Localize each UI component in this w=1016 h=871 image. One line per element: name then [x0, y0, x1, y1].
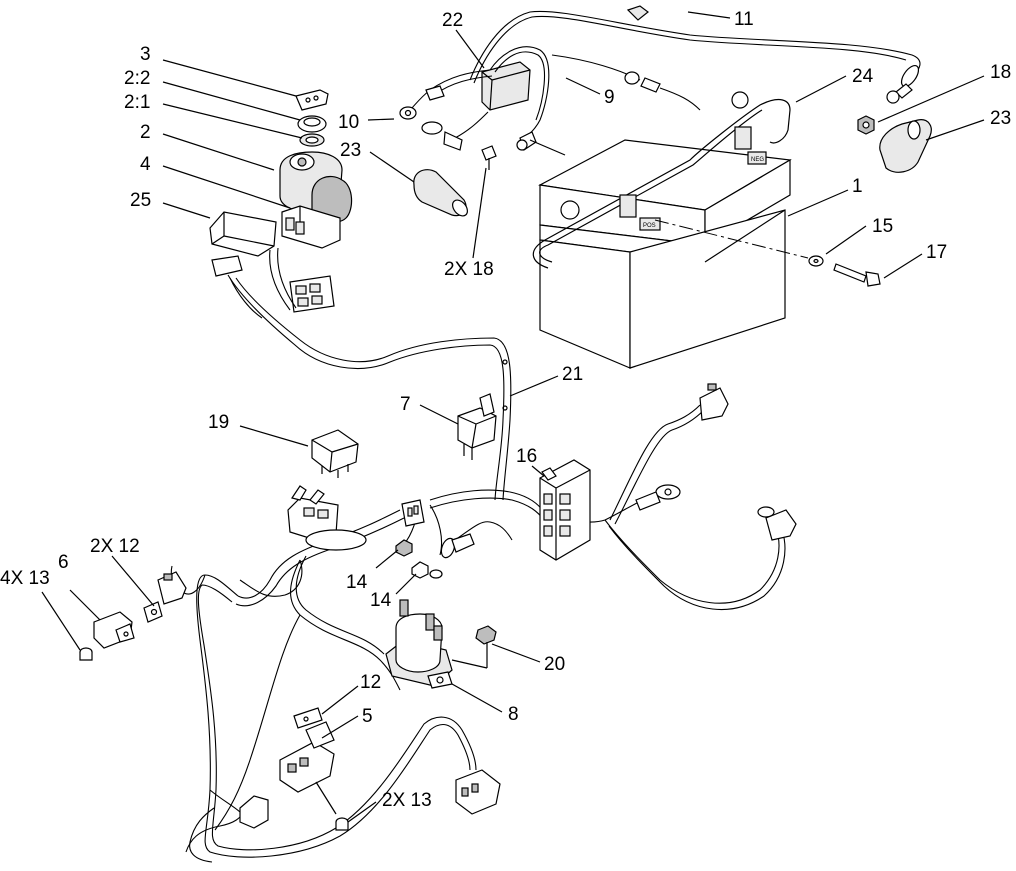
callout-6: 6 [58, 552, 69, 573]
central-connector [287, 485, 367, 551]
callout-17: 17 [926, 242, 947, 263]
callout-9: 9 [604, 87, 615, 108]
callout-16: 16 [516, 446, 537, 467]
harness-small-connector [401, 499, 425, 527]
battery-pos-label: POS [643, 223, 656, 229]
nut-upper [395, 539, 413, 557]
callout-2x12-left: 2X 12 [90, 536, 140, 557]
solenoid-bolt [451, 625, 497, 669]
callout-23-right: 23 [990, 108, 1011, 129]
callout-5: 5 [362, 706, 373, 727]
harness-plug-bottom-left [239, 795, 269, 829]
relay [311, 429, 359, 478]
callout-19: 19 [208, 412, 229, 433]
harness-lug-right [635, 484, 681, 511]
battery: NEG POS [532, 91, 809, 369]
callout-25: 25 [130, 190, 151, 211]
screw-left [79, 647, 93, 661]
harness-lug [440, 533, 475, 559]
callout-8: 8 [508, 704, 519, 725]
callout-15: 15 [872, 216, 893, 237]
battery-terminal-positive: POS [639, 217, 661, 231]
callout-2-1: 2:1 [124, 92, 150, 113]
battery-cables [399, 5, 921, 170]
callout-2x13-bottom: 2X 13 [382, 790, 432, 811]
terminal-nut [857, 115, 875, 135]
bolt [833, 263, 881, 287]
callout-2: 2 [140, 122, 151, 143]
diode-connector [93, 601, 163, 649]
battery-terminal-negative: NEG [747, 151, 767, 165]
callout-2-2: 2:2 [124, 68, 150, 89]
nut-lower [411, 561, 443, 579]
callout-14-upper: 14 [346, 572, 368, 593]
plug-connector [211, 255, 335, 313]
callout-18: 18 [990, 62, 1011, 83]
harness-plug-bottom-right [455, 769, 501, 815]
starter-solenoid [385, 599, 453, 689]
callout-14-lower: 14 [370, 590, 392, 611]
callout-21: 21 [562, 364, 583, 385]
connector-housing [279, 721, 335, 793]
washer [808, 255, 824, 267]
terminal-boot-left [413, 169, 468, 217]
switch-connector [281, 205, 341, 249]
harness-connector-left [157, 571, 187, 605]
callout-23-left: 23 [340, 140, 361, 161]
callout-7: 7 [400, 394, 411, 415]
callout-24: 24 [852, 66, 874, 87]
connector-clip [293, 707, 323, 729]
callout-20: 20 [544, 654, 565, 675]
callout-4: 4 [140, 154, 151, 175]
ignition-key [295, 89, 329, 111]
battery-neg-label: NEG [751, 157, 764, 163]
callout-11: 11 [734, 9, 754, 30]
callout-1: 1 [852, 176, 863, 197]
main-wire-harness [170, 247, 786, 863]
harness-connector-right-upper [699, 383, 729, 421]
switch-washer [299, 133, 325, 147]
callout-12-bottom: 12 [360, 672, 381, 693]
callout-2x18: 2X 18 [444, 259, 494, 280]
callout-10: 10 [338, 112, 359, 133]
switch-nut [297, 115, 327, 133]
fuse-block [539, 459, 591, 561]
callout-22: 22 [442, 10, 463, 31]
relay-block [209, 211, 277, 257]
callout-4x13: 4X 13 [0, 568, 50, 589]
seat-switch [457, 393, 497, 460]
screw-bottom [315, 781, 349, 831]
leader-lines [41, 11, 985, 823]
harness-connector-right-lower [757, 506, 797, 541]
callout-labels: 3 2:2 2:1 2 4 25 22 11 9 10 23 2X 18 24 … [0, 9, 1011, 811]
terminal-boot-right [879, 119, 932, 173]
callout-3: 3 [140, 44, 151, 65]
